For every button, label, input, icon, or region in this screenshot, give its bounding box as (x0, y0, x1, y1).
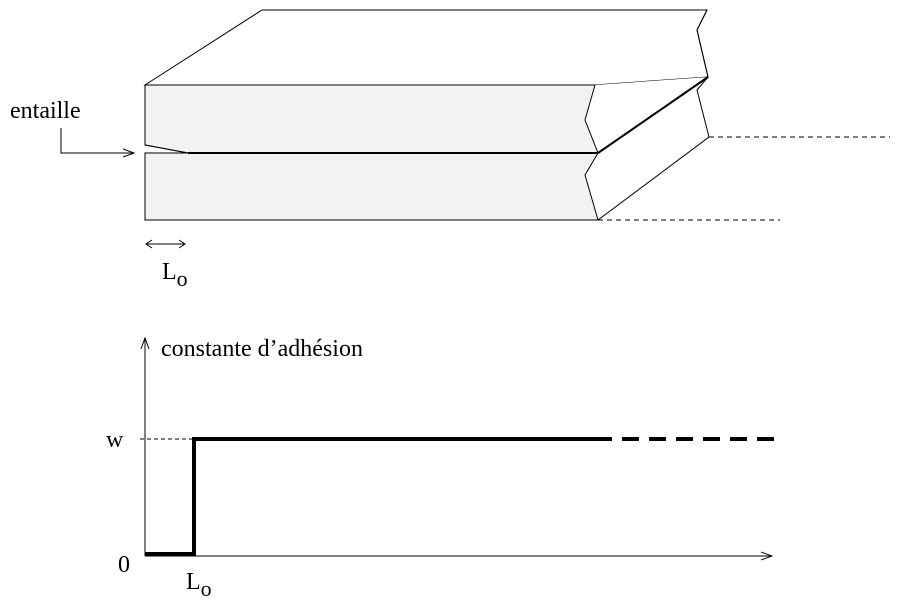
origin-zero-label: 0 (118, 552, 130, 578)
lower-layer-face (144, 152, 599, 221)
notch-wedge (144, 144, 189, 154)
graph-axes (145, 338, 772, 556)
x-mark-label: Lo (186, 569, 212, 601)
level-w-label: w (106, 427, 124, 453)
interface-side-line (597, 76, 709, 154)
block-top-face (143, 9, 709, 86)
block-side-face (585, 30, 709, 220)
upper-layer-face (144, 84, 599, 154)
specimen-block (143, 9, 890, 221)
adhesion-step-curve (145, 437, 612, 556)
notch-length-dimension (145, 239, 186, 249)
y-axis-label: constante d’adhésion (161, 336, 363, 362)
notch-length-label: Lo (162, 259, 188, 291)
notch-label: entaille (10, 98, 81, 124)
notch-pointer-arrow (60, 128, 134, 153)
block-side-outline (597, 9, 710, 221)
